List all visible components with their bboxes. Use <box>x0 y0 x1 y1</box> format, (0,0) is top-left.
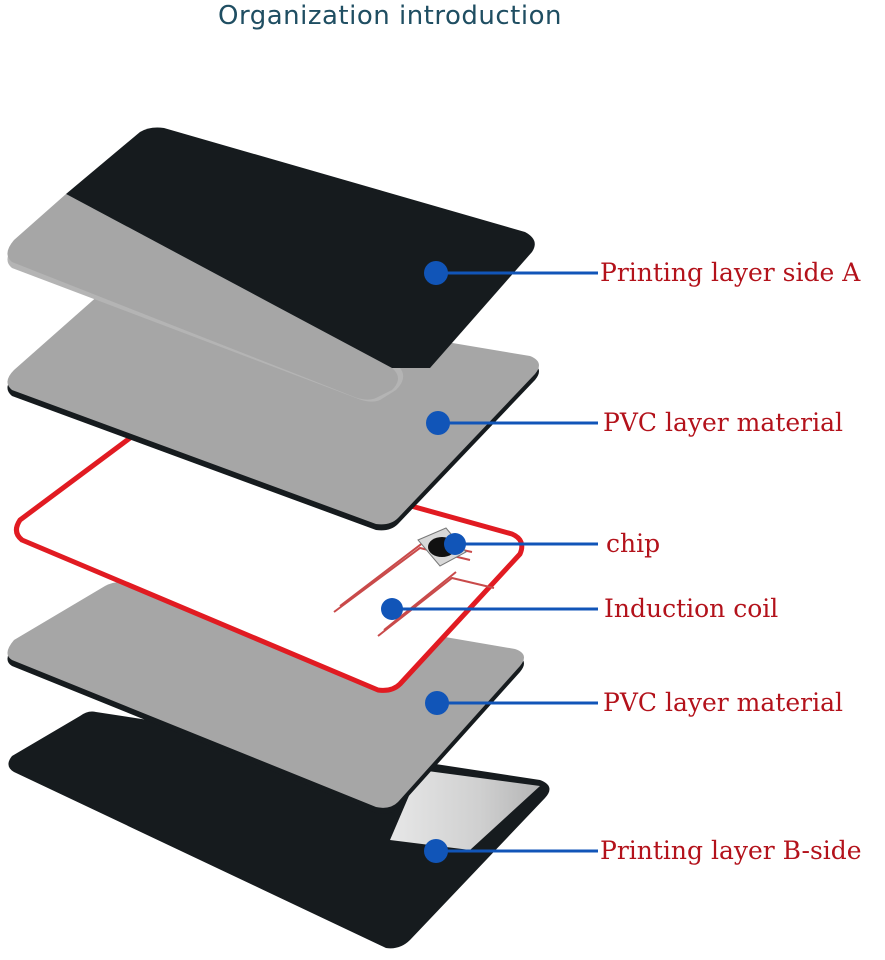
label-pvc-layer-bottom: PVC layer material <box>603 688 843 717</box>
leader-printing-layer-a <box>424 261 598 285</box>
label-induction-coil: Induction coil <box>604 594 779 623</box>
leader-printing-layer-b <box>424 839 598 863</box>
label-pvc-layer-top: PVC layer material <box>603 408 843 437</box>
label-printing-layer-a: Printing layer side A <box>600 258 861 287</box>
label-printing-layer-b: Printing layer B-side <box>600 836 862 865</box>
leader-pvc-layer-top <box>426 411 598 435</box>
page-title: Organization introduction <box>218 1 562 31</box>
label-chip: chip <box>606 529 661 558</box>
leader-induction-coil <box>381 598 598 620</box>
induction-coil-inlay <box>14 431 525 693</box>
leader-pvc-layer-bottom <box>425 691 598 715</box>
leader-chip <box>444 533 598 555</box>
printing-layer-a-card <box>7 127 535 402</box>
